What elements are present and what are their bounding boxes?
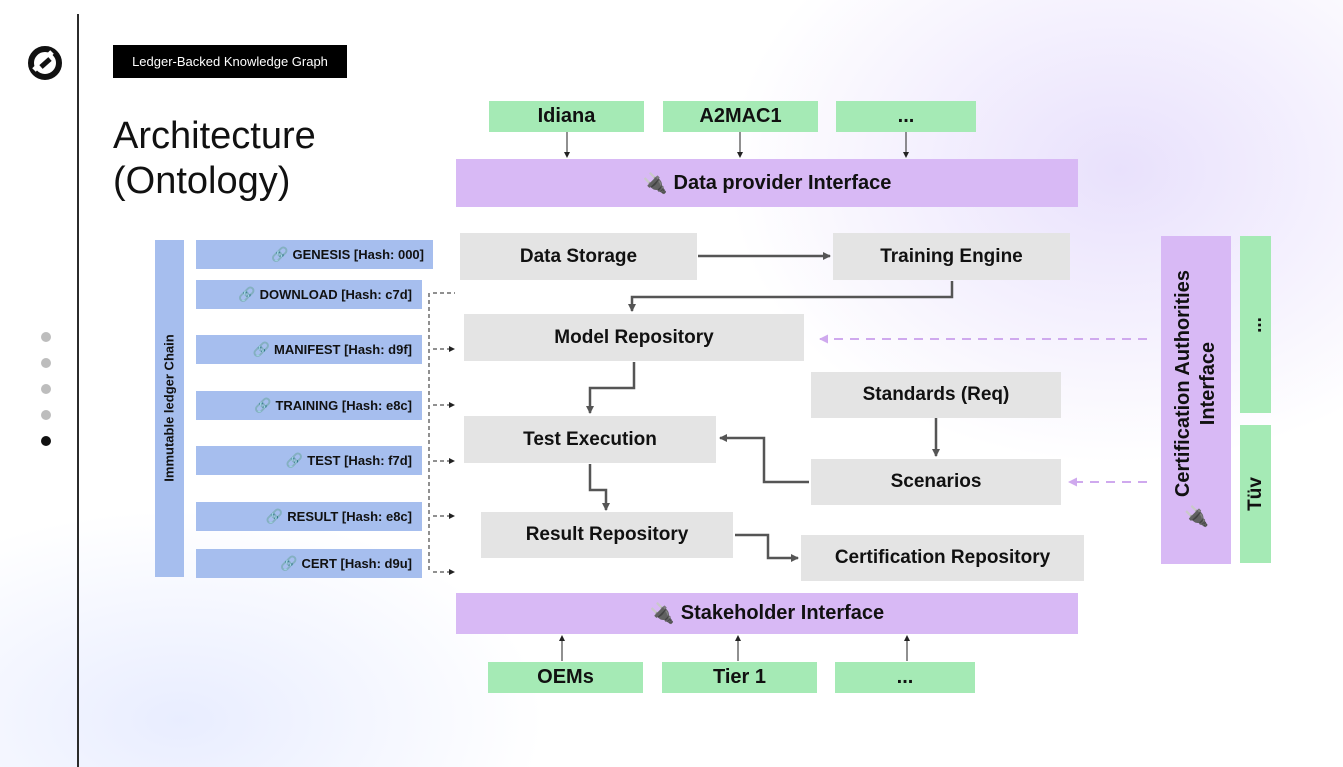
plug-icon: 🔌 bbox=[649, 603, 675, 625]
nav-dot-1[interactable] bbox=[41, 332, 51, 342]
link-icon: 🔗 bbox=[252, 341, 271, 357]
ledger-chain-label: Immutable ledger Chain bbox=[161, 334, 177, 482]
data-storage[interactable]: Data Storage bbox=[460, 233, 697, 280]
nav-dot-5-active[interactable] bbox=[41, 436, 51, 446]
stakeholder-interface-label: Stakeholder Interface bbox=[680, 602, 885, 624]
ledger-item-label: TRAINING [Hash: e8c] bbox=[275, 398, 412, 413]
plug-icon: 🔌 bbox=[642, 172, 668, 195]
provider-more[interactable]: ... bbox=[836, 101, 976, 132]
data-provider-interface[interactable]: 🔌 Data provider Interface bbox=[456, 159, 1078, 207]
nav-dot-3[interactable] bbox=[41, 384, 51, 394]
provider-idiana[interactable]: Idiana bbox=[489, 101, 644, 132]
ledger-item-manifest[interactable]: 🔗 MANIFEST [Hash: d9f] bbox=[196, 335, 422, 364]
scenarios[interactable]: Scenarios bbox=[811, 459, 1061, 505]
model-repository[interactable]: Model Repository bbox=[464, 314, 804, 361]
ledger-item-label: GENESIS [Hash: 000] bbox=[292, 247, 425, 262]
link-icon: 🔗 bbox=[238, 286, 256, 302]
authority-more-label: ... bbox=[1245, 317, 1266, 333]
cert-interface-line-2: Interface bbox=[1197, 341, 1219, 426]
stakeholder-more[interactable]: ... bbox=[835, 662, 975, 693]
certification-repository[interactable]: Certification Repository bbox=[801, 535, 1084, 581]
page-title: Architecture (Ontology) bbox=[113, 114, 316, 204]
title-line-1: Architecture bbox=[113, 115, 316, 157]
arrow-model-to-test bbox=[586, 362, 636, 414]
nav-dot-2[interactable] bbox=[41, 358, 51, 368]
standards-req[interactable]: Standards (Req) bbox=[811, 372, 1061, 418]
ledger-item-label: TEST [Hash: f7d] bbox=[307, 453, 412, 468]
link-icon: 🔗 bbox=[254, 397, 272, 413]
authority-tuv[interactable] bbox=[1240, 425, 1271, 563]
ledger-item-training[interactable]: 🔗 TRAINING [Hash: e8c] bbox=[196, 391, 422, 420]
training-engine[interactable]: Training Engine bbox=[833, 233, 1070, 280]
title-line-2: (Ontology) bbox=[113, 160, 291, 202]
ledger-item-label: MANIFEST [Hash: d9f] bbox=[274, 342, 412, 357]
ledger-item-label: CERT [Hash: d9u] bbox=[301, 556, 413, 571]
link-icon: 🔗 bbox=[280, 555, 298, 571]
section-tag: Ledger-Backed Knowledge Graph bbox=[113, 45, 347, 78]
authority-tuv-label: Tüv bbox=[1245, 477, 1266, 511]
ledger-chain-bar bbox=[155, 240, 184, 577]
arrow-training-to-model bbox=[628, 281, 954, 312]
ledger-item-download[interactable]: 🔗 DOWNLOAD [Hash: c7d] bbox=[196, 280, 422, 309]
arrow-test-to-result bbox=[588, 464, 610, 511]
left-rail-divider bbox=[77, 14, 79, 767]
certification-authorities-interface-label: 🔌 Certification Authorities Interface bbox=[1171, 270, 1221, 530]
authority-more[interactable] bbox=[1240, 236, 1271, 413]
link-icon: 🔗 bbox=[271, 246, 289, 262]
link-icon: 🔗 bbox=[285, 452, 304, 468]
arrow-scenarios-to-test bbox=[719, 434, 809, 484]
ledger-item-cert[interactable]: 🔗 CERT [Hash: d9u] bbox=[196, 549, 422, 578]
ledger-item-result[interactable]: 🔗 RESULT [Hash: e8c] bbox=[196, 502, 422, 531]
nav-dot-4[interactable] bbox=[41, 410, 51, 420]
brand-logo-icon[interactable] bbox=[28, 46, 62, 80]
cert-interface-line-1: Certification Authorities bbox=[1172, 270, 1194, 498]
link-icon: 🔗 bbox=[265, 508, 284, 524]
ledger-item-test[interactable]: 🔗 TEST [Hash: f7d] bbox=[196, 446, 422, 475]
stakeholder-oems[interactable]: OEMs bbox=[488, 662, 643, 693]
arrow-result-to-cert bbox=[735, 533, 799, 562]
result-repository[interactable]: Result Repository bbox=[481, 512, 733, 558]
provider-a2mac1[interactable]: A2MAC1 bbox=[663, 101, 818, 132]
plug-icon: 🔌 bbox=[1183, 506, 1209, 529]
ledger-item-label: RESULT [Hash: e8c] bbox=[287, 509, 412, 524]
certification-authorities-interface[interactable] bbox=[1161, 236, 1231, 564]
data-provider-interface-label: Data provider Interface bbox=[673, 171, 892, 194]
ledger-item-label: DOWNLOAD [Hash: c7d] bbox=[259, 287, 412, 302]
test-execution[interactable]: Test Execution bbox=[464, 416, 716, 463]
ledger-item-genesis[interactable]: 🔗 GENESIS [Hash: 000] bbox=[196, 240, 433, 269]
stakeholder-tier1[interactable]: Tier 1 bbox=[662, 662, 817, 693]
stakeholder-interface[interactable]: 🔌 Stakeholder Interface bbox=[456, 593, 1078, 634]
